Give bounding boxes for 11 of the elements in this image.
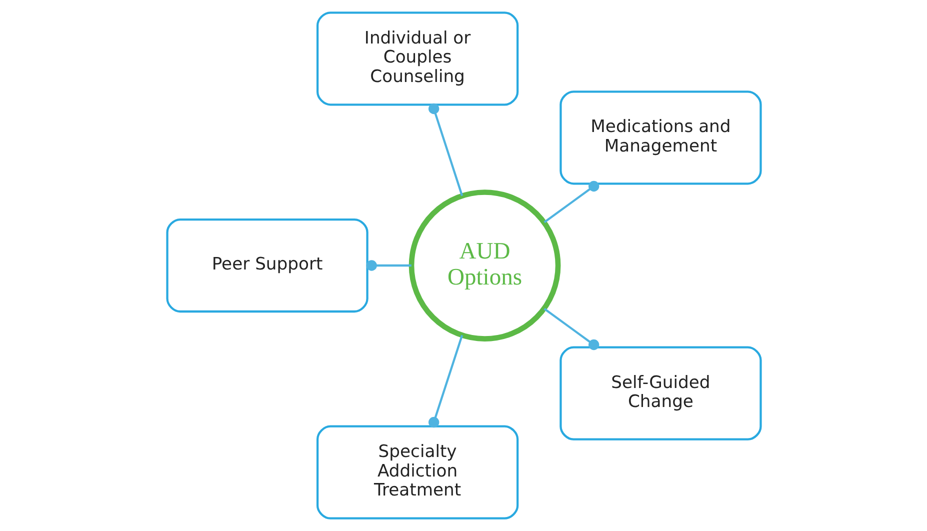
- connector: [428, 334, 463, 428]
- connector: [543, 308, 599, 350]
- node-box: Individual or Couples Counseling: [316, 12, 518, 106]
- node-box: Self-Guided Change: [559, 346, 762, 440]
- connector: [428, 103, 463, 196]
- connector: [366, 260, 411, 271]
- node-circle: AUD Options: [408, 190, 560, 342]
- connector: [543, 180, 599, 224]
- node-box: Peer Support: [166, 218, 368, 313]
- node-box: Medications and Management: [559, 90, 762, 185]
- node-box: Specialty Addiction Treatment: [316, 425, 518, 520]
